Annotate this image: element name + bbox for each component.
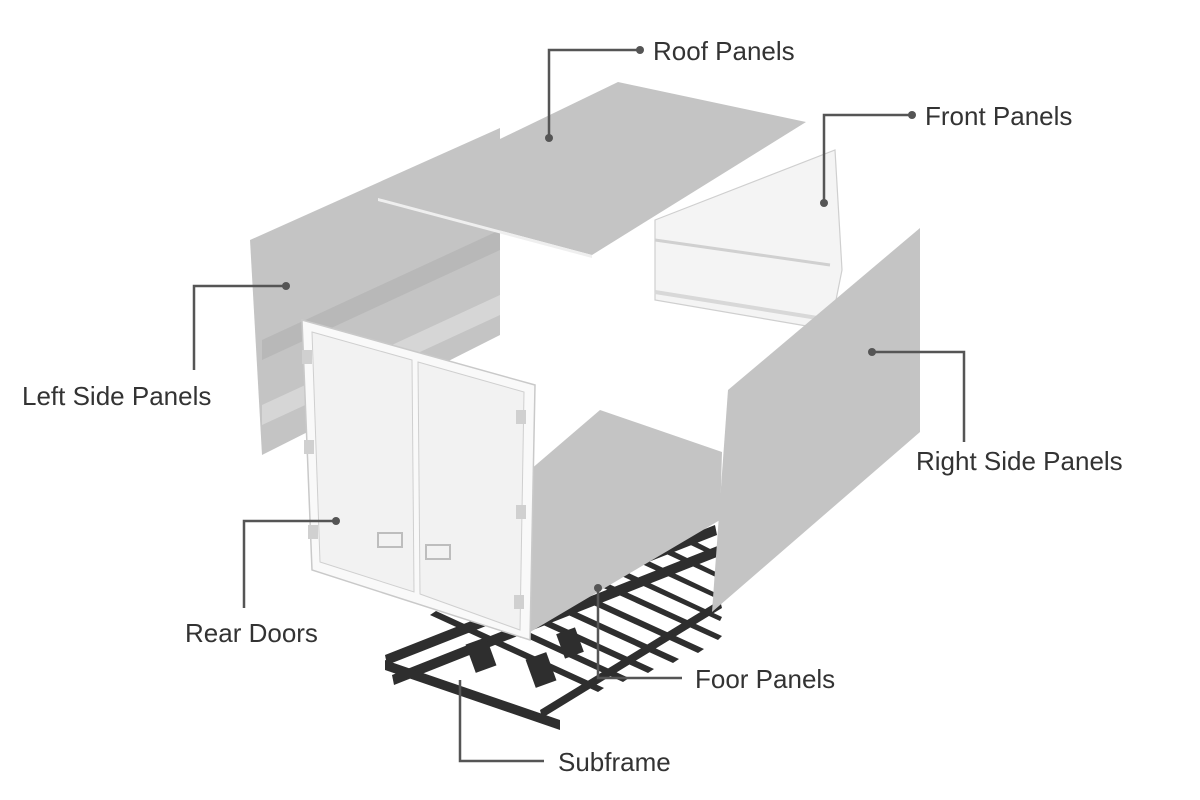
label-floor-panels: Foor Panels [695,664,835,694]
leader-right [868,348,966,442]
subframe-end-rail [385,660,560,730]
subframe-block-2 [525,652,557,688]
leader-subframe [458,680,544,763]
leader-floor [594,584,682,680]
floor-panel [520,410,722,638]
front-panel [654,149,843,331]
label-rear-doors: Rear Doors [185,618,318,648]
subframe-block-1 [465,637,497,673]
rear-door-left [311,331,415,593]
label-subframe: Subframe [558,747,671,777]
subframe-block-3 [556,627,584,659]
label-roof-panels: Roof Panels [653,36,795,66]
door-handle-icon [425,544,451,560]
leader-left [192,282,290,370]
label-left-side-panels: Left Side Panels [22,381,211,411]
label-right-side-panels: Right Side Panels [916,446,1123,476]
rear-door-right [417,361,525,631]
right-side-panel [712,228,920,612]
label-front-panels: Front Panels [925,101,1072,131]
roof-panel [378,82,806,258]
door-handle-icon [377,532,403,548]
leader-front [820,111,916,207]
leader-rear [242,517,340,608]
rear-doors [301,319,536,642]
leader-roof [545,46,644,142]
